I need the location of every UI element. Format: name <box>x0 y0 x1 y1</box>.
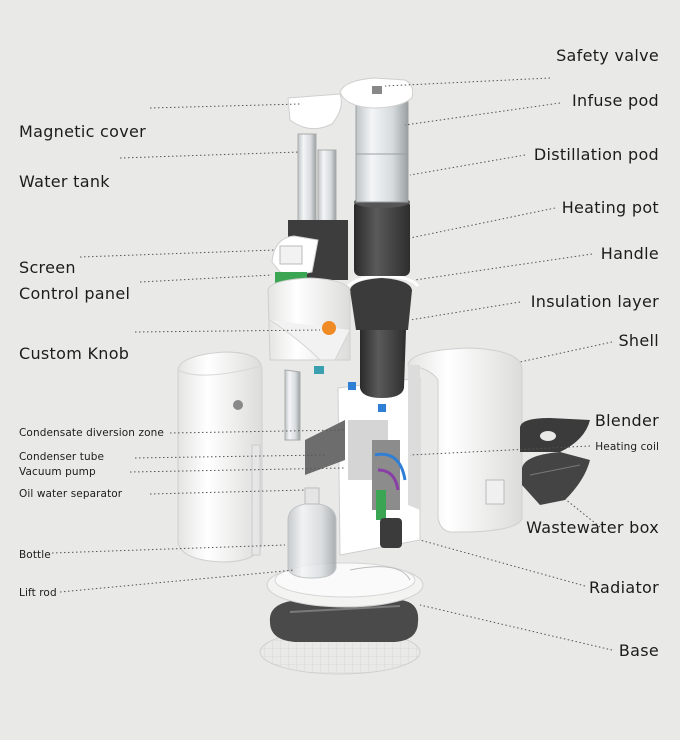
label-wastewater-box: Wastewater box <box>526 518 659 537</box>
blender-and-box <box>520 418 590 505</box>
label-base: Base <box>618 641 659 660</box>
base-part <box>259 600 421 675</box>
control-assembly <box>267 235 351 361</box>
label-blender: Blender <box>594 411 659 430</box>
label-condensate-diversion-zone: Condensate diversion zone <box>19 427 164 439</box>
label-shell: Shell <box>618 331 659 350</box>
label-safety-valve: Safety valve <box>556 46 659 65</box>
label-bottle: Bottle <box>19 549 51 561</box>
pod-stack <box>339 77 414 203</box>
label-heating-coil: Heating coil <box>595 441 659 453</box>
label-infuse-pod: Infuse pod <box>572 91 659 110</box>
heating-pot-assembly <box>347 196 420 398</box>
label-insulation-layer: Insulation layer <box>530 292 659 311</box>
label-oil-water-separator: Oil water separator <box>19 488 123 500</box>
label-control-panel: Control panel <box>19 284 131 303</box>
label-lift-rod: Lift rod <box>19 587 57 599</box>
label-screen: Screen <box>19 258 76 277</box>
label-condenser-tube: Condenser tube <box>19 451 105 463</box>
label-water-tank: Water tank <box>19 172 110 191</box>
right-shell <box>407 347 523 533</box>
label-handle: Handle <box>600 244 659 263</box>
bottle-part <box>287 487 337 579</box>
leader-lines <box>51 77 613 651</box>
label-heating-pot: Heating pot <box>561 198 659 217</box>
label-magnetic-cover: Magnetic cover <box>19 122 147 141</box>
central-frame <box>284 366 421 556</box>
label-distillation-pod: Distillation pod <box>533 145 659 164</box>
label-radiator: Radiator <box>588 578 659 597</box>
label-custom-knob: Custom Knob <box>19 344 130 363</box>
label-vacuum-pump: Vacuum pump <box>19 466 96 478</box>
